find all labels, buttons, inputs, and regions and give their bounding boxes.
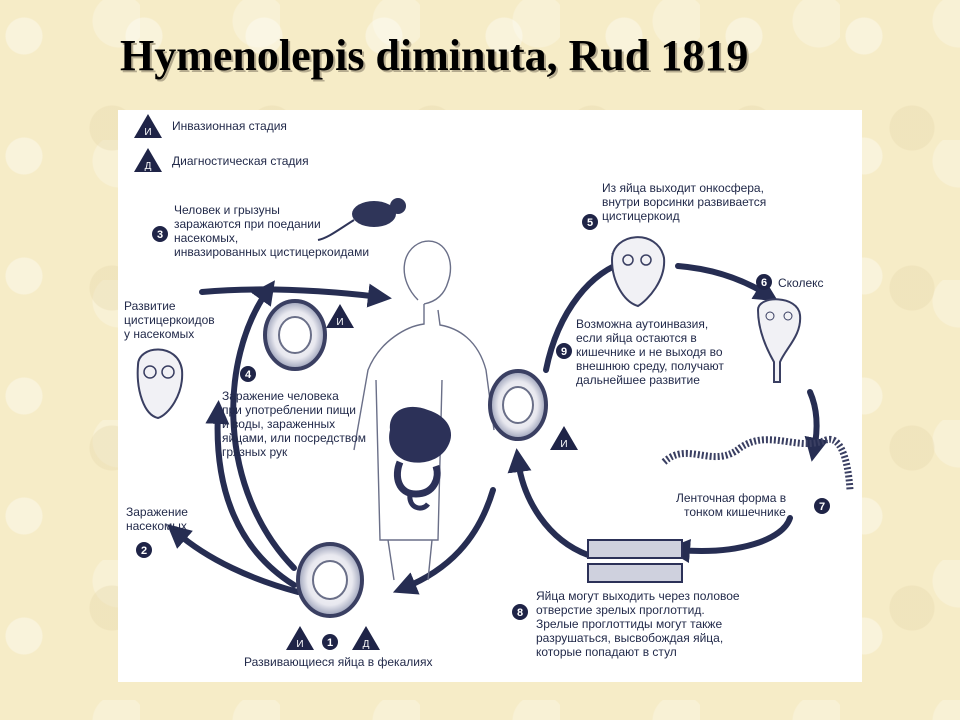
- legend: И Инвазионная стадия Д Диагностическая с…: [134, 114, 309, 172]
- svg-text:отверстие зрелых проглоттид.: отверстие зрелых проглоттид.: [536, 603, 705, 617]
- arrow-to-proglottids: [666, 515, 793, 563]
- svg-text:6: 6: [761, 277, 767, 289]
- svg-text:насекомых,: насекомых,: [174, 231, 238, 245]
- svg-text:8: 8: [517, 607, 523, 619]
- step-3-text: Человек и грызуны заражаются при поедани…: [174, 203, 369, 259]
- svg-text:тонком кишечнике: тонком кишечнике: [684, 505, 786, 519]
- insect-development-text: Развитие цистицеркоидов у насекомых: [124, 299, 215, 341]
- svg-text:Ленточная форма в: Ленточная форма в: [676, 491, 786, 505]
- svg-text:инвазированных цистицеркоидами: инвазированных цистицеркоидами: [174, 245, 369, 259]
- svg-text:3: 3: [157, 229, 163, 241]
- svg-text:разрушаться, высвобождая яйца,: разрушаться, высвобождая яйца,: [536, 631, 723, 645]
- svg-text:Д: Д: [145, 161, 152, 172]
- svg-text:внутри ворсинки развивается: внутри ворсинки развивается: [602, 195, 766, 209]
- human-figure: [353, 240, 495, 581]
- tapeworm-illustration: [661, 435, 854, 491]
- svg-text:7: 7: [819, 501, 825, 513]
- legend-invasive-label: Инвазионная стадия: [172, 119, 287, 133]
- svg-text:И: И: [560, 439, 567, 450]
- egg-illustration-center: [488, 369, 548, 441]
- svg-text:9: 9: [561, 346, 567, 358]
- step-3-marker: 3: [152, 226, 168, 242]
- step-8-marker: 8: [512, 604, 528, 620]
- intestines-illustration: [389, 406, 452, 511]
- proglottids-illustration: [587, 539, 683, 583]
- arrow-egg-to-insect: [166, 524, 301, 595]
- diagnostic-badge-egg-bottom: Д: [352, 626, 380, 650]
- svg-text:внешнюю среду, получают: внешнюю среду, получают: [576, 359, 724, 373]
- invasive-badge-egg-center: И: [550, 426, 578, 450]
- step-5-text: Из яйца выходит онкосфера, внутри ворсин…: [602, 181, 766, 223]
- svg-text:Развитие: Развитие: [124, 299, 176, 313]
- arrow-direct-infection: [230, 280, 297, 571]
- svg-text:5: 5: [587, 217, 593, 229]
- cysticercoid-illustration: [136, 348, 184, 420]
- step-1-text: Развивающиеся яйца в фекалиях: [244, 655, 432, 669]
- step-6-marker: 6: [756, 274, 772, 290]
- arrow-to-insects: [205, 400, 297, 588]
- villus-cysticercoid-illustration: [610, 236, 666, 308]
- svg-text:насекомых: насекомых: [126, 519, 187, 533]
- step-6-text: Сколекс: [778, 276, 824, 290]
- step-4-marker: 4: [240, 366, 256, 382]
- svg-text:заражаются при поедании: заражаются при поедании: [174, 217, 321, 231]
- step-4-text: Заражение человека при употреблении пищи…: [222, 389, 366, 459]
- svg-text:Человек и грызуны: Человек и грызуны: [174, 203, 280, 217]
- arrow-to-human: [199, 283, 392, 308]
- svg-text:Возможна аутоинвазия,: Возможна аутоинвазия,: [576, 317, 708, 331]
- step-1-marker: 1: [322, 634, 338, 650]
- invasive-badge-egg-bottom: И: [286, 626, 314, 650]
- svg-text:кишечнике и не выходя во: кишечнике и не выходя во: [576, 345, 723, 359]
- svg-text:которые попадают в стул: которые попадают в стул: [536, 645, 677, 659]
- page-title: Hymenolepis diminuta, Rud 1819: [120, 31, 749, 80]
- svg-text:Заражение человека: Заражение человека: [222, 389, 339, 403]
- legend-invasive-badge: И: [134, 114, 162, 138]
- scolex-illustration: [756, 298, 802, 383]
- svg-text:цистицеркоидов: цистицеркоидов: [124, 313, 215, 327]
- svg-text:дальнейшее развитие: дальнейшее развитие: [576, 373, 700, 387]
- stage-badges: И И И Д: [286, 304, 578, 650]
- svg-text:яйцами, или посредством: яйцами, или посредством: [222, 431, 366, 445]
- svg-text:Развивающиеся яйца в фекалиях: Развивающиеся яйца в фекалиях: [244, 655, 432, 669]
- svg-text:цистицеркоид: цистицеркоид: [602, 209, 680, 223]
- step-2-text: Заражение насекомых: [126, 505, 188, 533]
- svg-text:И: И: [144, 127, 151, 138]
- svg-text:если яйца остаются в: если яйца остаются в: [576, 331, 697, 345]
- arrow-to-feces: [392, 487, 496, 595]
- legend-diagnostic-label: Диагностическая стадия: [172, 154, 309, 168]
- step-7-text: Ленточная форма в тонком кишечнике: [676, 491, 786, 519]
- invasive-badge-egg-top: И: [326, 304, 354, 328]
- svg-text:Зрелые проглоттиды могут также: Зрелые проглоттиды могут также: [536, 617, 722, 631]
- svg-text:Д: Д: [363, 639, 370, 650]
- step-markers: 1 2 3 4 5 6 7 8 9: [136, 214, 830, 650]
- legend-diagnostic-badge: Д: [134, 148, 162, 172]
- svg-text:Яйца могут выходить через поло: Яйца могут выходить через половое: [536, 589, 740, 603]
- life-cycle-diagram: И Инвазионная стадия Д Диагностическая с…: [118, 110, 862, 682]
- svg-text:1: 1: [327, 637, 333, 649]
- svg-text:И: И: [296, 639, 303, 650]
- egg-illustration-bottom: [296, 542, 364, 618]
- cycle-arrows: [166, 253, 829, 595]
- step-2-marker: 2: [136, 542, 152, 558]
- rat-illustration: [317, 198, 406, 241]
- svg-text:грязных рук: грязных рук: [222, 445, 288, 459]
- svg-text:И: И: [336, 317, 343, 328]
- arrow-to-scolex: [675, 263, 779, 302]
- step-8-text: Яйца могут выходить через половое отверс…: [536, 589, 740, 659]
- svg-text:Сколекс: Сколекс: [778, 276, 824, 290]
- step-7-marker: 7: [814, 498, 830, 514]
- step-9-text: Возможна аутоинвазия, если яйца остаются…: [576, 317, 724, 387]
- svg-text:и воды, зараженных: и воды, зараженных: [222, 417, 335, 431]
- arrow-autoinvasion: [507, 448, 591, 558]
- svg-text:Из яйца выходит онкосфера,: Из яйца выходит онкосфера,: [602, 181, 764, 195]
- step-9-marker: 9: [556, 343, 572, 359]
- svg-text:при употреблении пищи: при употреблении пищи: [222, 403, 356, 417]
- egg-illustration-top: [263, 299, 327, 371]
- svg-text:2: 2: [141, 545, 147, 557]
- svg-text:4: 4: [245, 369, 252, 381]
- step-5-marker: 5: [582, 214, 598, 230]
- svg-text:у насекомых: у насекомых: [124, 327, 194, 341]
- svg-text:Заражение: Заражение: [126, 505, 188, 519]
